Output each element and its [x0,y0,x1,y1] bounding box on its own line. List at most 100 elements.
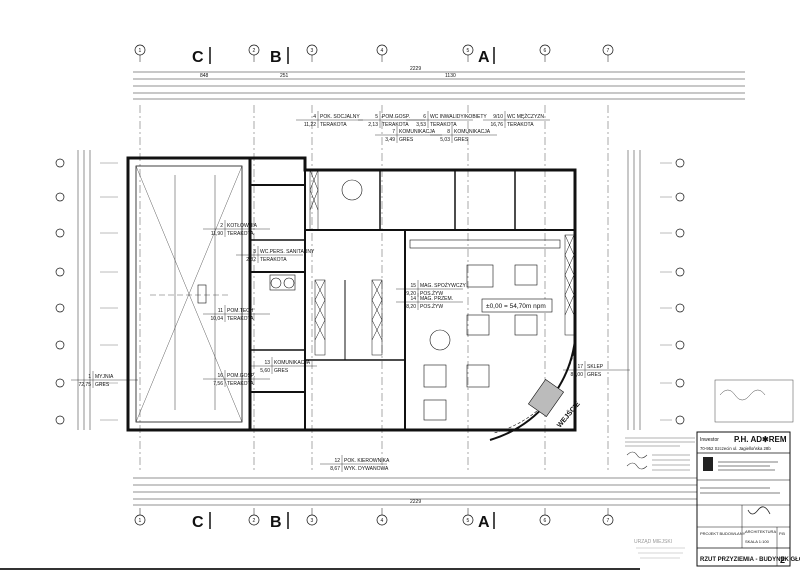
room-floor: TERAKOTA [430,122,457,128]
discipline-text: ARCHITEKTURA [745,529,776,534]
axis-letter-a-bottom: A [478,514,490,531]
room-floor: TERAKOTA [507,122,534,128]
signature [747,506,771,515]
investor-label: Inwestor [700,437,719,443]
room-floor: TERAKOTA [227,381,254,387]
level-note-text: ±0,00 = 54,70m npm [486,303,546,310]
room-number: 2 [220,223,223,229]
dimension-segment: 1130 [445,73,456,79]
room-number: 13 [264,360,270,366]
room-area: 16,76 [490,122,503,128]
room-floor: GRES [399,137,414,143]
grid-row-bubble [55,158,65,168]
grid-row-bubble [55,267,65,277]
overall-dimension-bottom: 2229 [410,499,421,505]
grid-axis-number: 5 [467,48,470,54]
room-number: 17 [577,364,583,370]
room-floor: GRES [454,137,469,143]
grid-axis-number: 1 [139,518,142,524]
room-floor: POS.ŻYW [420,290,443,297]
room-label: 6 WC INWALIDY/KOBIETY 3,53 TERAKOTA [406,111,487,128]
room-name: KOTŁOWNIA [227,223,258,229]
office-stamp: URZĄD MIEJSKI [634,539,685,559]
grid-axis-number: 6 [544,518,547,524]
room-area: 8,20 [406,304,416,310]
room-area: 5,60 [260,368,270,374]
room-name: WC INWALIDY/KOBIETY [430,114,487,120]
dimensions-top [133,71,745,100]
room-floor: TERAKOTA [227,231,254,237]
room-number: 3 [253,249,256,255]
room-floor: POS.ŻYW [420,303,443,310]
room-area: 11,90 [211,231,223,237]
axis-letter-b-bottom: B [270,514,282,531]
room-area: 72,75 [78,382,91,388]
room-floor: TERAKOTA [227,316,254,322]
room-floor: GRES [95,382,110,388]
grid-row-bubble [675,415,685,425]
room-name: POK. KIEROWNIKA [344,458,390,464]
room-floor: TERAKOTA [320,122,347,128]
stage-text: PROJEKT BUDOWLANY [700,531,746,536]
room-number: 11 [218,308,223,314]
grid-axis-number: 3 [311,518,314,524]
dimensions-right [627,150,641,430]
entrance-mat [527,378,565,418]
axis-letter-a: A [478,49,490,66]
grid-row-bubble [675,267,685,277]
room-number: 8 [447,129,450,135]
room-area: 3,53 [416,122,426,128]
grid-axis-number: 6 [544,48,547,54]
room-area: 10,04 [210,316,223,322]
grid-row-bubble [55,303,65,313]
room-number: 9/10 [493,114,503,120]
room-name: MAG. PRZEM. [420,296,453,302]
axis-letter-b: B [270,49,282,66]
investor-name: P.H. AD✱REM [734,435,787,444]
room-label: 2 KOTŁOWNIA 11,90 TERAKOTA [203,220,270,237]
dimensions-left [77,150,91,430]
room-number: 14 [410,296,416,302]
approval-stamp-right [714,379,794,423]
grid-row-bubble [675,228,685,238]
grid-row-bubble [675,158,685,168]
room-name: WC.PERS. SANITARNY [260,249,315,255]
shelving-units [269,179,561,421]
room-name: KOMUNIKACJA [399,129,436,135]
room-area: 2,13 [368,122,378,128]
sheet-title: RZUT PRZYZIEMIA - BUDYNEK GŁÓWNY [700,555,800,563]
room-number: 15 [410,283,416,289]
grid-row-bubble [55,415,65,425]
firm-logo [703,457,713,471]
room-number: 16 [217,373,223,379]
grid-axis-number: 2 [253,48,256,54]
dimensions-bottom [133,477,745,506]
grid-axis-number: 7 [607,48,610,54]
room-number: 6 [423,114,426,120]
grid-row-bubble [675,303,685,313]
level-note: ±0,00 = 54,70m npm [481,298,553,313]
scale-text: SKALA 1:100 [745,539,770,544]
grid-axis-number: 1 [139,48,142,54]
room-name: MAG. SPOŻYWCZY [420,282,467,289]
grid-row-bubble [675,340,685,350]
room-floor: TERAKOTA [382,122,409,128]
room-name: POM.GOSP. [382,114,410,120]
grid-row-bubble [55,340,65,350]
grid-axis-number: 3 [311,48,314,54]
building-walls [126,156,577,441]
columns-cross-hatch [309,169,575,356]
stamp-text: URZĄD MIEJSKI [634,539,672,545]
room-area: 9,20 [406,291,416,297]
dimension-segment: 251 [280,73,289,79]
